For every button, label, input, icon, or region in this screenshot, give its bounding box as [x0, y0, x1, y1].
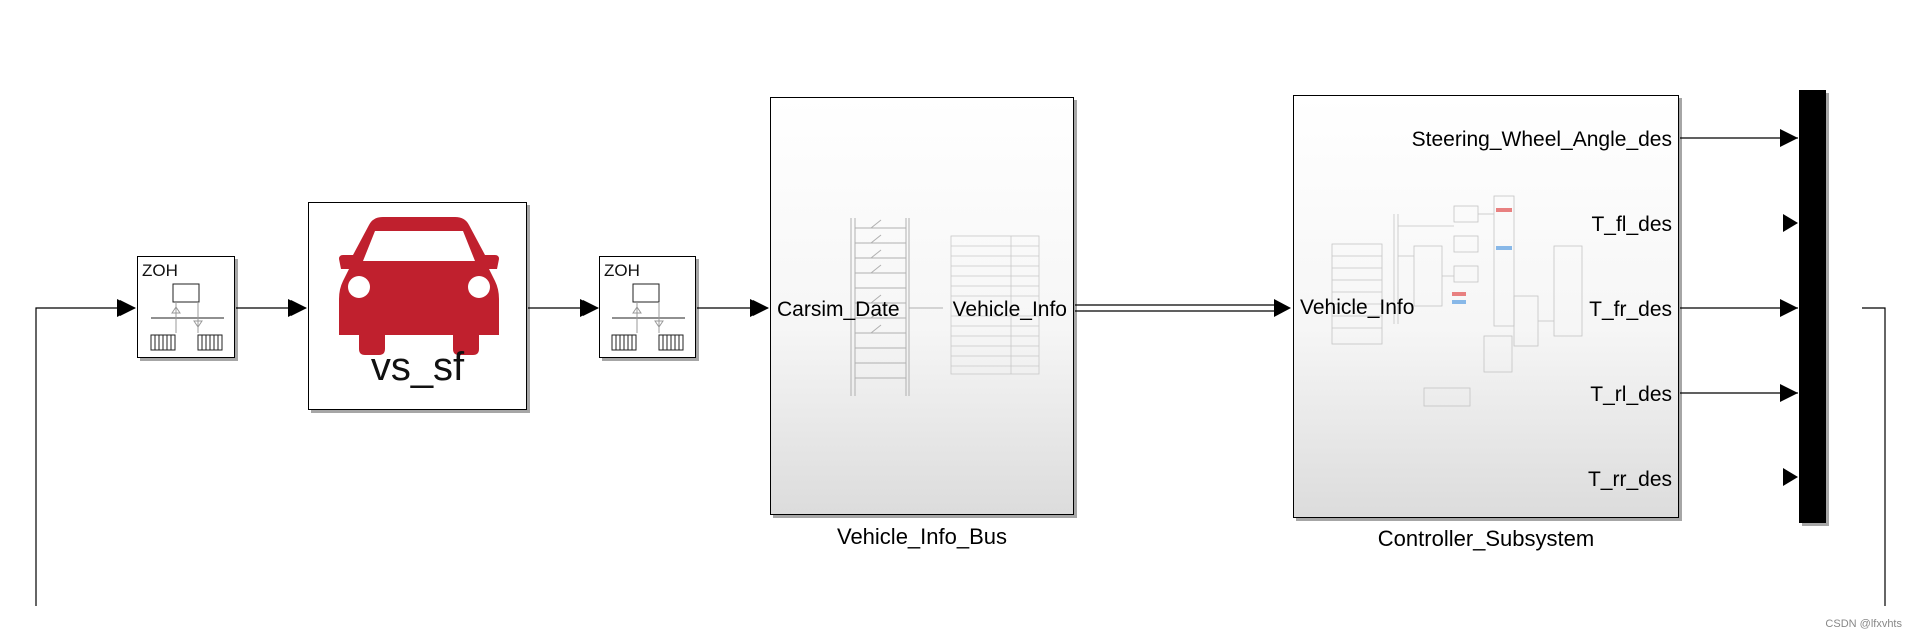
controller-subsystem-caption: Controller_Subsystem	[1377, 526, 1595, 551]
zoh-icon	[150, 283, 224, 351]
output-port-steering-wheel-angle-des: Steering_Wheel_Angle_des	[1411, 128, 1672, 151]
car-icon	[339, 217, 499, 355]
mux-bar-icon[interactable]	[1799, 90, 1826, 523]
zoh2-input-arrow	[583, 300, 599, 316]
feedback-return-line[interactable]	[35, 299, 135, 606]
zoh1-input-arrow	[120, 300, 136, 316]
zoh-block-1[interactable]: ZOH	[137, 256, 235, 358]
output-port-t-rl-des: T_rl_des	[1590, 383, 1672, 406]
input-port-vehicle-info: Vehicle_Info	[1300, 296, 1415, 319]
zoh-icon	[611, 283, 685, 351]
mux-input-arrow-5	[1783, 468, 1798, 486]
vs-sf-block[interactable]: vs_sf	[308, 202, 527, 410]
vehicle-info-bus-caption: Vehicle_Info_Bus	[836, 524, 1008, 549]
bus-creator-preview-icon	[850, 218, 1040, 396]
zoh-label: ZOH	[604, 261, 640, 280]
vs-sf-label: vs_sf	[370, 345, 465, 389]
input-port-carsim-date: Carsim_Date	[777, 298, 900, 321]
output-port-t-fl-des: T_fl_des	[1591, 213, 1672, 236]
output-port-vehicle-info: Vehicle_Info	[952, 298, 1067, 321]
vehicle-info-bus-block[interactable]: Carsim_Date Vehicle_Info	[770, 97, 1074, 515]
controller-preview-icon	[1331, 195, 1583, 407]
bus-signal-arrowhead	[1274, 299, 1291, 317]
zoh-label: ZOH	[142, 261, 178, 280]
mux-input-arrow-2	[1783, 214, 1798, 232]
watermark: CSDN @lfxvhts	[1825, 618, 1902, 630]
vehicle-info-bus-input-arrow	[753, 300, 769, 316]
output-port-t-fr-des: T_fr_des	[1589, 298, 1672, 321]
vs-sf-input-arrow	[291, 300, 307, 316]
output-port-t-rr-des: T_rr_des	[1587, 468, 1672, 491]
controller-subsystem-block[interactable]: Vehicle_Info Steering_Wheel_Angle_des T_…	[1293, 95, 1679, 518]
feedback-line[interactable]	[1862, 307, 1886, 606]
zoh-block-2[interactable]: ZOH	[599, 256, 696, 358]
